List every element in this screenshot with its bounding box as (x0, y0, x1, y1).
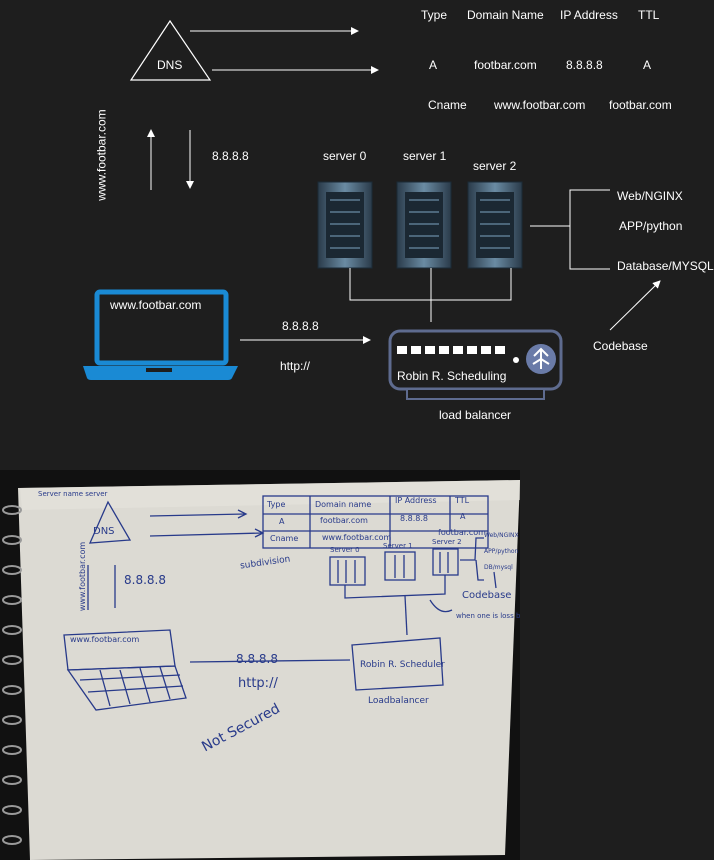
stack-web-label: Web/NGINX (617, 189, 683, 203)
sketch-row-a-ip: 8.8.8.8 (400, 514, 428, 523)
load-balancer-icon (388, 329, 563, 400)
sketch-lb-algorithm: Robin R. Scheduler (360, 660, 445, 670)
sketch-laptop-url: www.footbar.com (70, 635, 140, 644)
sketch-th-domain: Domain name (315, 500, 372, 509)
laptop-icon (83, 289, 238, 380)
server-0-icon (317, 181, 373, 269)
stack-db-label: Database/MYSQL (617, 259, 714, 273)
sketch-server-1: Server 1 (383, 542, 413, 550)
sketch-row-cname-ip: footbar.com (438, 528, 486, 537)
table-header-ip: IP Address (560, 8, 618, 22)
server-0-label: server 0 (323, 149, 367, 163)
table-header-ttl: TTL (638, 8, 660, 22)
stack-app-label: APP/python (619, 219, 683, 233)
query-domain-label: www.footbar.com (94, 109, 109, 201)
sketch-stack-app: APP/python (484, 548, 519, 555)
sketch-th-type: Type (267, 500, 286, 509)
server-1-icon (396, 181, 452, 269)
lb-label: load balancer (439, 408, 512, 422)
table-header-domain: Domain Name (467, 8, 544, 22)
table-row-cname-type: Cname (428, 98, 467, 112)
server-2-icon (467, 181, 523, 269)
server-2-label: server 2 (473, 159, 517, 173)
table-row-a-type: A (429, 58, 438, 72)
dns-triangle (129, 19, 212, 81)
sketch-ip: 8.8.8.8 (124, 573, 166, 587)
table-row-cname-domain: www.footbar.com (494, 98, 586, 112)
table-header-type: Type (421, 8, 448, 22)
table-row-cname-ip: footbar.com (609, 98, 672, 112)
architecture-diagram (83, 19, 661, 400)
sketch-protocol: http:// (238, 676, 278, 691)
lb-algorithm-label: Robin R. Scheduling (397, 369, 507, 383)
request-ip-label: 8.8.8.8 (282, 319, 319, 333)
codebase-arrow (609, 280, 661, 331)
stack-bracket (569, 189, 610, 270)
table-row-a-domain: footbar.com (474, 58, 537, 72)
sketch-server-2: Server 2 (432, 538, 462, 546)
sketch-lb-label: Loadbalancer (368, 696, 429, 706)
table-row-a-ttl: A (643, 58, 652, 72)
sketch-row-cname-domain: www.footbar.com (322, 533, 392, 542)
response-ip-label: 8.8.8.8 (212, 149, 249, 163)
table-row-a-ip: 8.8.8.8 (566, 58, 603, 72)
sketch-dns: DNS (93, 526, 115, 537)
dns-label: DNS (157, 58, 183, 72)
sketch-row-a-domain: footbar.com (320, 516, 368, 525)
laptop-url: www.footbar.com (110, 298, 202, 312)
sketch-th-ttl: TTL (455, 496, 470, 505)
sketch-request-ip: 8.8.8.8 (236, 652, 278, 666)
sketch-note-top: Server name server (38, 490, 108, 498)
sketch-stack-web: Web/NGINX (484, 532, 519, 539)
sketch-domain-vertical: www.footbar.com (78, 541, 88, 612)
sketch-stack-db: DB/mysql (484, 564, 513, 571)
sketch-server-0: Server 0 (330, 546, 360, 554)
sketch-load-note: when one is loss busy (456, 612, 533, 620)
sketch-row-cname-type: Cname (270, 534, 299, 543)
server-1-label: server 1 (403, 149, 447, 163)
request-protocol-label: http:// (280, 359, 311, 373)
sketch-row-a-ttl: A (460, 512, 466, 521)
sketch-th-ip: IP Address (395, 496, 437, 505)
sketch-codebase: Codebase (462, 590, 512, 601)
codebase-label: Codebase (593, 339, 648, 353)
sketch-drawing (2, 480, 520, 860)
photo-background (520, 470, 714, 860)
sketch-photo: Server name server DNS Type Domain name … (0, 470, 533, 860)
sketch-row-a-type: A (279, 517, 285, 526)
